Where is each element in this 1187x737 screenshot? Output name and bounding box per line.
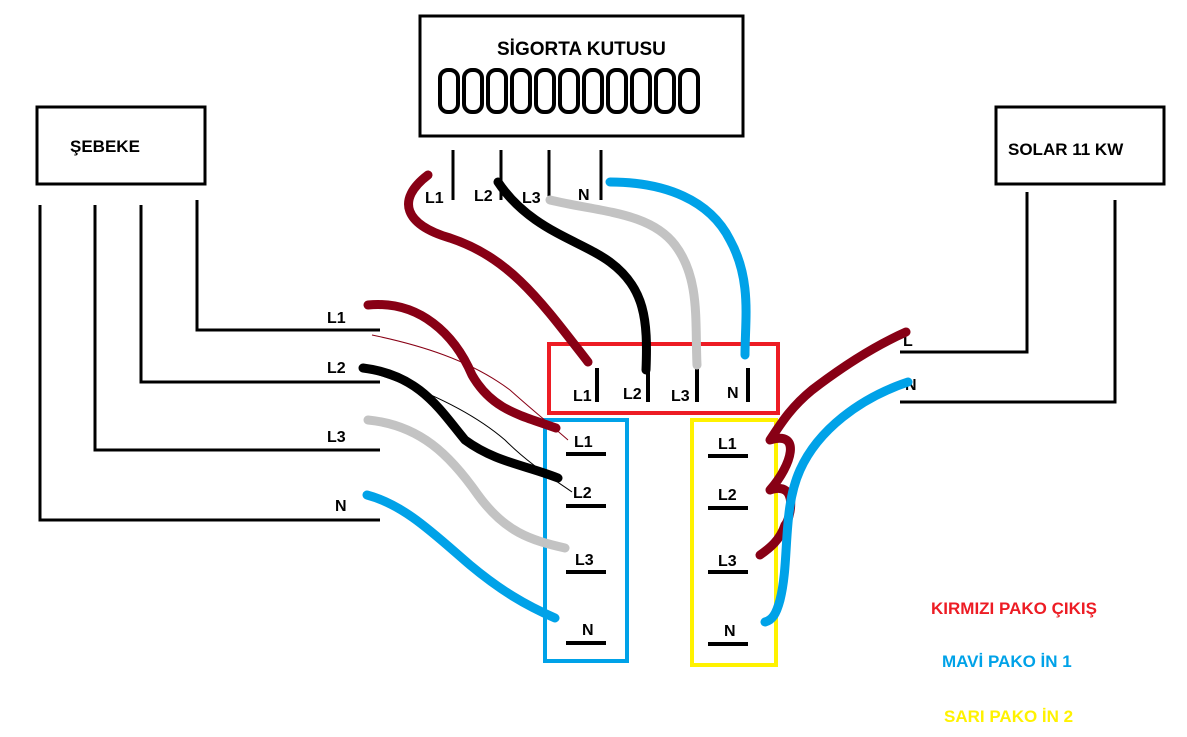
legend-red: KIRMIZI PAKO ÇIKIŞ [931,599,1097,618]
fuse-terminal-label-l1: L1 [425,190,444,207]
yellow-terminal-label-l2: L2 [718,487,737,504]
wire-fuse-l1 [404,170,593,367]
wire-solar-l [755,327,911,560]
wire-fuse-l2 [493,177,651,375]
legend-yellow: SARI PAKO İN 2 [944,707,1073,726]
breaker-10 [654,68,676,114]
wire-solar-n [760,377,913,627]
legend-blue: MAVİ PAKO İN 1 [942,652,1072,671]
breaker-6 [558,68,580,114]
solar-line-n [900,200,1117,404]
red-terminal-label-l1: L1 [573,388,592,405]
red-terminal-label-n: N [727,385,739,402]
wires [358,170,913,627]
blue-switch-frame [543,418,629,663]
solar-line-l [900,192,1029,354]
grid-line-n [38,205,380,522]
breaker-2 [462,68,484,114]
breaker-1 [438,68,460,114]
grid-line-l1 [195,200,380,332]
breaker-8 [606,68,628,114]
blue-terminal-label-l1: L1 [574,434,593,451]
grid-source: ŞEBEKE L1 L2 L3 N [35,105,380,522]
grid-label-l1: L1 [327,310,346,327]
wire-grid-l1 [363,300,561,433]
grid-line-l2 [139,205,380,384]
breaker-7 [582,68,604,114]
breaker-11 [678,68,700,114]
grid-box [35,105,207,186]
yellow-terminal-label-n: N [724,623,736,640]
blue-terminal-label-l3: L3 [575,552,594,569]
fuse-terminal-label-l3: L3 [522,190,541,207]
legend: KIRMIZI PAKO ÇIKIŞ MAVİ PAKO İN 1 SARI P… [931,599,1097,726]
breaker-3 [486,68,508,114]
yellow-terminal-label-l3: L3 [718,553,737,570]
fuse-box-title: SİGORTA KUTUSU [497,39,666,60]
grid-title: ŞEBEKE [70,137,140,156]
fuse-box-frame [418,14,745,138]
solar-label-l: L [903,333,913,350]
blue-switch-input-1: L1 L2 L3 N [543,418,629,663]
wire-fuse-l3 [545,195,702,370]
fuse-terminal-label-l2: L2 [474,188,493,205]
wire-grid-n [362,490,560,623]
grid-label-n: N [335,498,347,515]
grid-line-l3 [93,205,380,452]
wire-fuse-n [605,177,751,360]
helper-stroke-l2 [369,371,573,493]
yellow-terminal-label-l1: L1 [718,436,737,453]
yellow-switch-input-2: L1 L2 L3 N [690,418,778,667]
breaker-9 [630,68,652,114]
blue-terminal-label-n: N [582,622,594,639]
helper-stroke-l1 [371,334,569,441]
red-terminal-label-l3: L3 [671,388,690,405]
red-terminal-label-l2: L2 [623,386,642,403]
wire-grid-l2 [358,363,563,483]
wire-grid-l3 [363,415,570,553]
grid-label-l2: L2 [327,360,346,377]
solar-title: SOLAR 11 KW [1008,140,1124,159]
breaker-4 [510,68,532,114]
solar-box [994,105,1166,186]
fuse-terminal-label-n: N [578,187,590,204]
breaker-5 [534,68,556,114]
helper-strokes [369,334,573,493]
grid-label-l3: L3 [327,429,346,446]
blue-terminal-label-l2: L2 [573,485,592,502]
solar-source: SOLAR 11 KW L N [900,105,1166,404]
fuse-box: SİGORTA KUTUSU [418,14,745,138]
breaker-row [438,68,700,114]
